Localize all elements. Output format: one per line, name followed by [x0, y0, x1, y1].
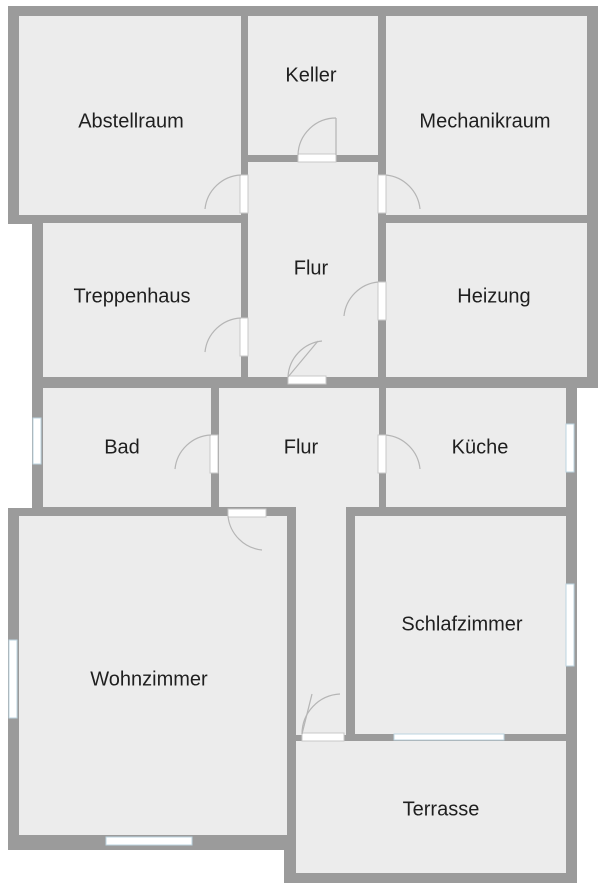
- label-wohnzimmer: Wohnzimmer: [90, 668, 208, 690]
- room-flur-upper: [248, 162, 378, 377]
- door-treppenhaus: [204, 317, 249, 357]
- door-wohnzimmer: [227, 508, 267, 551]
- window-terrasse-top: [393, 733, 505, 741]
- label-mechanikraum: Mechanikraum: [419, 110, 550, 132]
- door-kueche: [377, 434, 421, 474]
- windows: [8, 417, 575, 846]
- room-floors: [19, 16, 587, 873]
- label-bad: Bad: [104, 436, 140, 458]
- door-bad: [174, 434, 219, 474]
- room-flur-lower: [219, 388, 379, 507]
- window-schlafzimmer: [565, 583, 575, 667]
- room-kueche: [386, 388, 566, 507]
- window-wohnzimmer-left: [8, 639, 18, 719]
- door-flur-upper: [287, 340, 327, 385]
- room-schlafzimmer: [355, 516, 566, 734]
- room-flur-lower-corridor: [296, 505, 346, 735]
- room-heizung: [386, 223, 587, 377]
- room-abstellraum: [19, 16, 241, 215]
- window-bad: [32, 417, 42, 465]
- room-mechanikraum: [386, 16, 587, 215]
- door-abstellraum: [204, 174, 249, 214]
- label-heizung: Heizung: [457, 285, 530, 307]
- room-labels: Abstellraum Keller Mechanikraum Treppenh…: [73, 64, 550, 820]
- label-kueche: Küche: [452, 436, 509, 458]
- label-terrasse: Terrasse: [403, 798, 480, 820]
- label-abstellraum: Abstellraum: [78, 110, 184, 132]
- window-kueche: [565, 423, 575, 473]
- door-heizung: [343, 281, 387, 321]
- door-mechanikraum: [377, 174, 421, 214]
- room-terrasse: [296, 741, 566, 873]
- door-keller: [297, 117, 337, 163]
- door-terrasse: [301, 693, 345, 742]
- room-bad: [43, 388, 211, 507]
- doors: [174, 117, 421, 742]
- room-treppenhaus: [43, 223, 241, 377]
- room-wohnzimmer: [19, 516, 287, 835]
- label-schlafzimmer: Schlafzimmer: [401, 613, 522, 635]
- room-keller: [248, 16, 378, 155]
- label-treppenhaus: Treppenhaus: [73, 285, 190, 307]
- label-keller: Keller: [285, 64, 336, 86]
- label-flur-lower: Flur: [284, 436, 319, 458]
- window-wohnzimmer-bottom: [105, 836, 193, 846]
- label-flur-upper: Flur: [294, 257, 329, 279]
